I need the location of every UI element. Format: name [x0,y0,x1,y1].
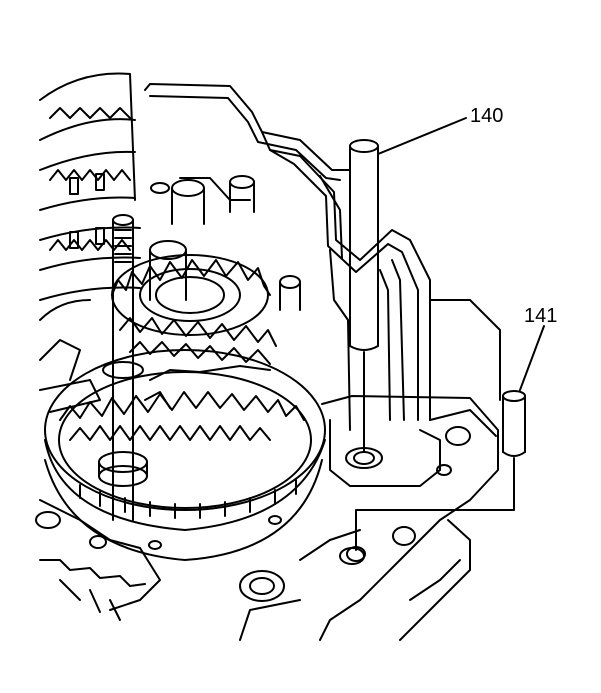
input-shaft [39,214,171,521]
leader-line-140 [377,117,467,155]
pin-141 [339,390,526,565]
clutch-drum-stack [39,72,141,381]
callout-label-141: 141 [524,305,557,327]
leader-line-141 [519,325,545,391]
case-housing [144,83,501,641]
middle-gear [119,317,277,381]
upper-gear [111,175,301,336]
lower-plate [35,499,161,621]
callout-label-140: 140 [470,105,503,127]
pin-140 [345,139,383,469]
